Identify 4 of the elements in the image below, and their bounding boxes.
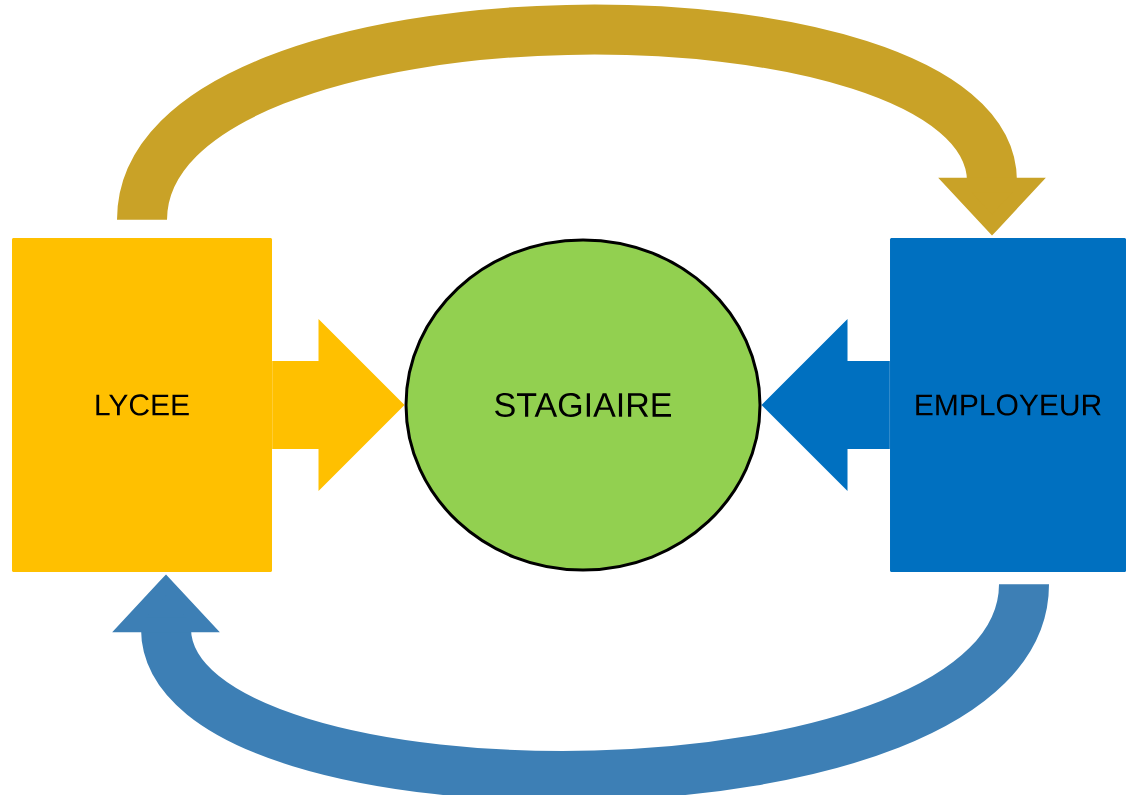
process-box: LYCEE xyxy=(12,238,272,572)
block-arrow xyxy=(761,319,890,491)
block-arrow xyxy=(272,319,405,491)
process-box: EMPLOYEUR xyxy=(890,238,1126,572)
